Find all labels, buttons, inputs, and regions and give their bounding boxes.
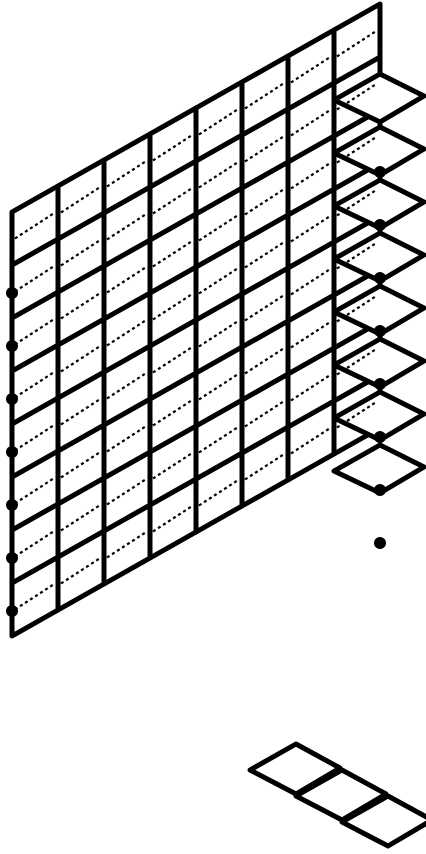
edge-marker-dot bbox=[6, 287, 18, 299]
edge-marker-dot bbox=[374, 378, 386, 390]
edge-marker-dot bbox=[374, 272, 386, 284]
edge-marker-dot bbox=[6, 446, 18, 458]
edge-marker-dot bbox=[6, 605, 18, 617]
edge-marker-dot bbox=[6, 393, 18, 405]
edge-marker-dot bbox=[6, 499, 18, 511]
edge-marker-dot bbox=[374, 431, 386, 443]
edge-marker-dot bbox=[6, 552, 18, 564]
edge-marker-dot bbox=[6, 340, 18, 352]
edge-marker-dot bbox=[374, 537, 386, 549]
edge-marker-dot bbox=[374, 325, 386, 337]
edge-marker-dot bbox=[374, 484, 386, 496]
cube-faces bbox=[12, 4, 426, 846]
edge-marker-dot bbox=[374, 166, 386, 178]
edge-marker-dot bbox=[374, 219, 386, 231]
